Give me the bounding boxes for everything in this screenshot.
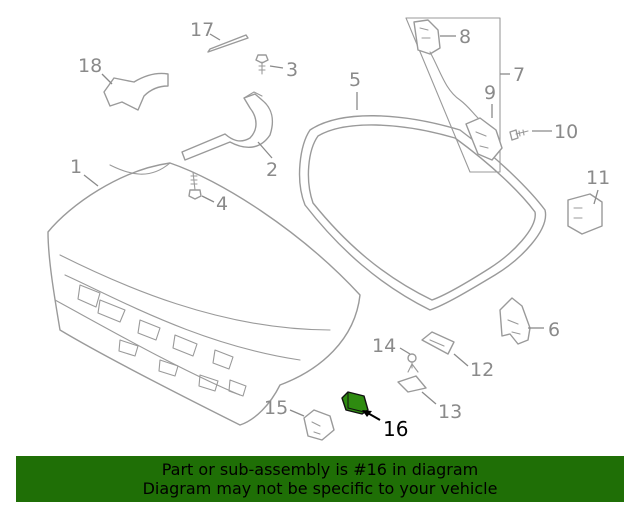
callout-1: 1 [70,156,82,178]
parts-diagram: 1 2 3 4 5 6 7 8 9 10 11 12 13 14 15 16 1… [47,17,610,441]
callout-2: 2 [266,159,278,181]
callout-16: 16 [383,417,408,441]
leader-16-arrowhead [362,410,372,417]
screw-part-10 [509,129,529,141]
leader-14 [399,347,411,355]
callout-11: 11 [586,167,610,189]
leader-13 [421,391,437,405]
switch-part-11 [567,193,603,235]
callout-9: 9 [484,82,496,104]
leader-11 [593,189,599,205]
callout-6: 6 [548,319,560,341]
weatherstrip-part-5 [298,115,547,311]
callout-8: 8 [459,26,471,48]
leader-4 [201,195,215,203]
leader-18 [101,73,113,85]
callout-7: 7 [513,64,525,86]
rod-part-17 [207,34,249,53]
callout-13: 13 [438,401,462,423]
callout-14: 14 [372,335,396,357]
bracket-part-18 [103,72,169,111]
callout-18: 18 [78,55,102,77]
callout-17: 17 [190,19,214,41]
latch-assembly-group-7 [405,17,503,173]
leader-3 [269,65,284,69]
stud-part-4 [188,171,202,200]
leader-1 [83,174,99,187]
callout-4: 4 [216,193,228,215]
info-banner: Part or sub-assembly is #16 in diagram D… [16,456,624,502]
hinge-part-2 [181,91,274,161]
banner-line-2: Diagram may not be specific to your vehi… [142,479,498,498]
leader-lines [83,33,599,421]
bolt-part-3 [255,54,269,75]
callout-5: 5 [349,69,361,91]
callout-labels: 1 2 3 4 5 6 7 8 9 10 11 12 13 14 15 16 1… [70,19,610,441]
callout-12: 12 [470,359,494,381]
striker-part-13 [397,363,427,393]
bracket-part-15 [303,409,335,441]
leader-2 [257,141,273,159]
bracket-part-6 [499,297,531,345]
handle-part-12 [421,331,455,355]
leader-17 [209,33,221,41]
trunk-lid-part-1 [47,162,361,426]
leader-12 [453,353,469,367]
banner-line-1: Part or sub-assembly is #16 in diagram [161,460,479,479]
highlighted-part-16 [341,391,369,415]
clip-part-14 [407,353,417,369]
callout-15: 15 [264,397,288,419]
callout-10: 10 [554,121,578,143]
callout-3: 3 [286,59,298,81]
leader-15 [289,409,305,417]
